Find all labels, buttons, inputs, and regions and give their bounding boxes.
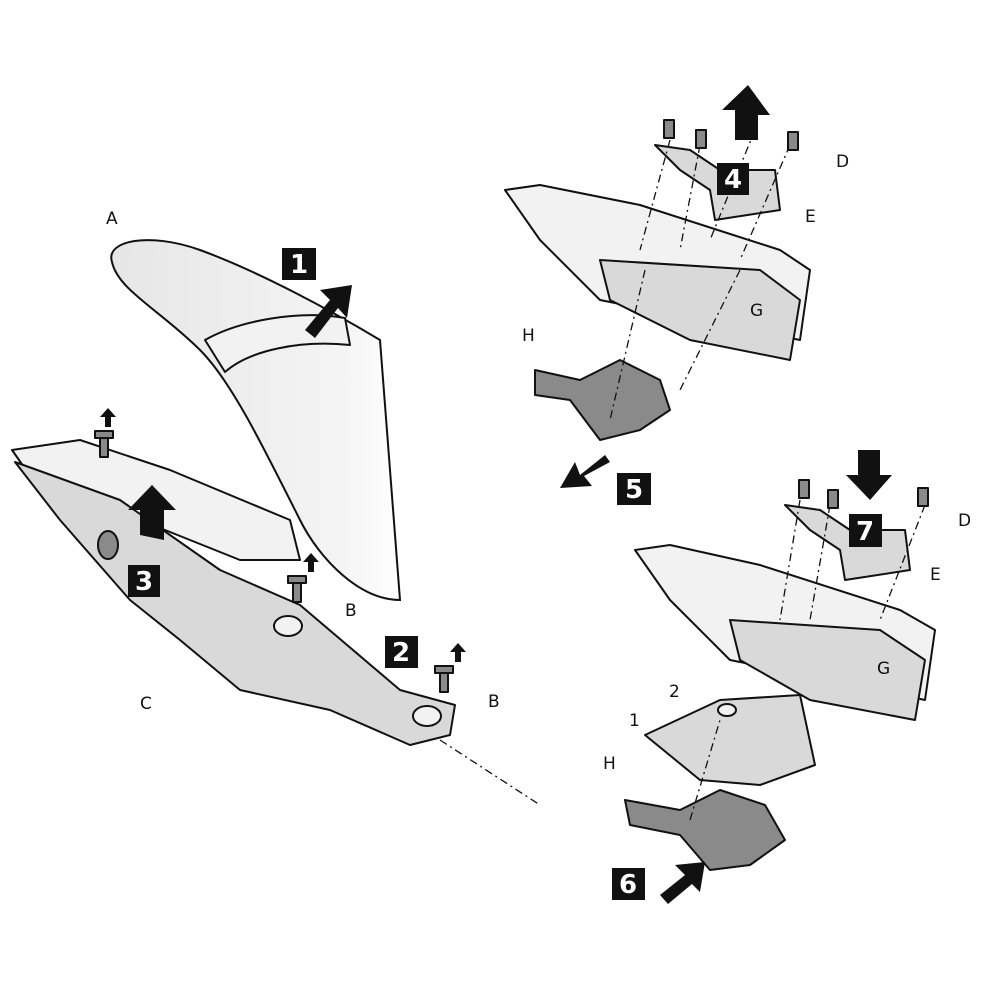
- axis-line: [439, 739, 541, 806]
- screw-b-2: [434, 643, 466, 693]
- step-2-box: [385, 636, 418, 668]
- bracket-e: [784, 504, 911, 581]
- left-panel: 1 2 3 A B B C: [11, 209, 541, 806]
- label-c: C: [140, 694, 152, 714]
- label-1: 1: [629, 711, 640, 731]
- label-g: G: [877, 659, 890, 679]
- plate-1: [644, 694, 816, 786]
- bottom-right-panel: 7 6 D E G 2 1 H: [603, 450, 971, 904]
- label-e: E: [805, 207, 816, 227]
- step-3-number: 3: [135, 567, 153, 597]
- label-a: A: [106, 209, 118, 229]
- cover-mount-hole: [273, 615, 303, 637]
- label-2: 2: [669, 682, 680, 702]
- label-b: B: [488, 692, 500, 712]
- rear-frame: [599, 259, 801, 361]
- step-5-number: 5: [625, 475, 643, 505]
- grab-handle-h: [624, 789, 786, 871]
- remove-arrow-icon: [450, 643, 466, 662]
- label-b: B: [345, 601, 357, 621]
- step-6-number: 6: [619, 870, 637, 900]
- label-h: H: [603, 754, 616, 774]
- screw-top: [94, 408, 116, 458]
- remove-arrow-icon: [100, 408, 116, 427]
- step-1-box: [282, 248, 316, 280]
- arrow-step-6-icon: [660, 862, 705, 904]
- step-3-box: [128, 565, 160, 597]
- rear-frame: [729, 619, 926, 721]
- arrow-step-7-icon: [846, 450, 892, 500]
- arrow-step-1-icon: [305, 285, 352, 338]
- label-h: H: [522, 326, 535, 346]
- label-e: E: [930, 565, 941, 585]
- label-d: D: [836, 152, 849, 172]
- arrow-step-5-icon: [560, 455, 610, 488]
- remove-arrow-icon: [303, 553, 319, 572]
- step-7-box: [849, 514, 882, 547]
- step-5-box: [617, 473, 651, 505]
- cover-hole: [97, 530, 119, 560]
- bolts-d: [663, 119, 799, 151]
- label-g: G: [750, 301, 763, 321]
- step-1-number: 1: [290, 250, 308, 280]
- arrow-step-4-icon: [722, 85, 770, 140]
- side-cover: [14, 461, 456, 746]
- step-4-box: [717, 163, 749, 195]
- step-6-box: [612, 868, 645, 900]
- label-d: D: [958, 511, 971, 531]
- bolts-d: [798, 479, 929, 509]
- top-right-panel: 4 5 D E G H: [504, 85, 849, 505]
- arrow-step-3-icon: [128, 485, 176, 540]
- cover-mount-hole: [412, 705, 442, 727]
- step-4-number: 4: [724, 165, 742, 195]
- step-7-number: 7: [856, 517, 874, 547]
- step-2-number: 2: [392, 638, 410, 668]
- screw-b-1: [287, 553, 319, 603]
- grab-handle-h: [534, 359, 671, 441]
- washer-2: [717, 703, 737, 717]
